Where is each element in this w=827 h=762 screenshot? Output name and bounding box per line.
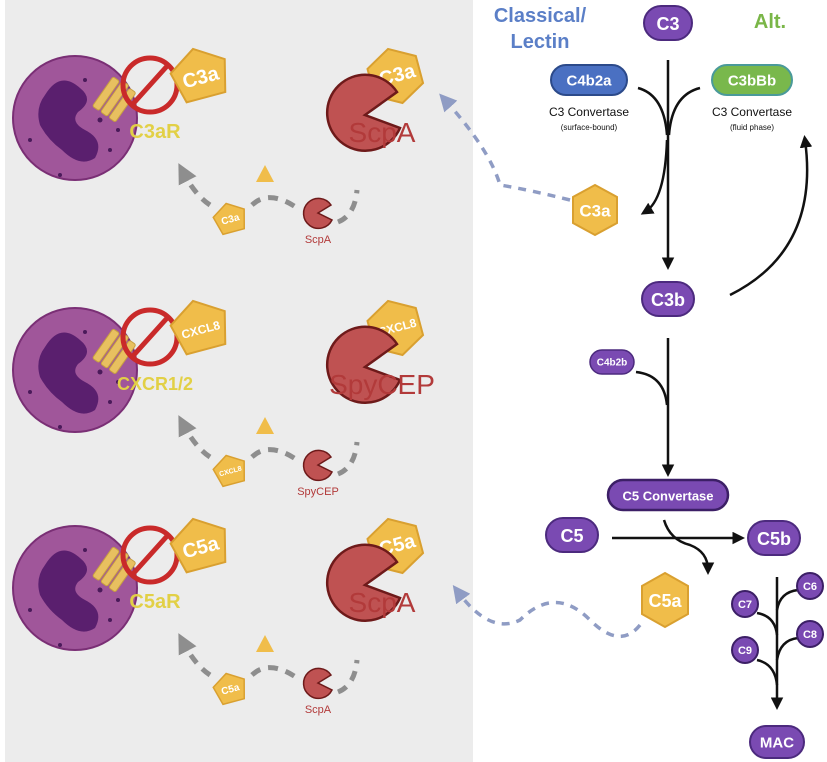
small-protease-pacman [302,197,334,230]
c4b2b-curve [635,370,669,406]
c3-label: C3 [656,14,679,34]
c7-node: C7 [731,590,759,618]
c5-convertase-node [606,478,730,512]
receptor-label: CXCR1/2 [117,374,193,394]
c5a-release-arrow [662,519,715,575]
mac-label: MAC [760,735,794,752]
small-ligand-pentagon: C3a [212,202,246,236]
ligand-pentagon: C5a [169,517,227,574]
c5a-label: C5a [648,591,682,611]
c4b2a-label: C4b2a [566,73,612,90]
c3a-label: C3a [579,202,611,221]
cleaved-fragment-triangle [256,165,274,182]
svg-text:C6: C6 [803,581,817,593]
small-protease-pacman [302,449,334,482]
gray-dashed-path [336,659,360,695]
c5b-label: C5b [757,529,791,549]
cleaved-fragment-triangle [256,635,274,652]
protease-label: ScpA [349,117,416,148]
inhibition-row: C5aR C5a C5a ScpA C5a ScpA [12,517,425,716]
svg-text:C8: C8 [803,629,817,641]
complement-cascade: Classical/ Lectin Alt. C3 C4b2a C3 Conve… [439,5,824,759]
c3bbb-sub: (fluid phase) [730,123,774,132]
c9-node: C9 [731,636,759,664]
c3b-label: C3b [651,290,685,310]
small-protease-label: ScpA [305,234,332,246]
c3bbb-caption: C3 Convertase [712,105,792,119]
c3b-node [641,281,695,317]
c5b-node [747,520,801,556]
c5a-hexagon [641,571,689,629]
lectin-label: Lectin [511,31,570,53]
mac-node [749,725,805,759]
c5a-to-scpa-dashed-arrow [452,584,642,639]
c4b2b-node [589,349,635,375]
c3bbb-label: C3bBb [728,73,776,90]
c4b2b-label: C4b2b [597,358,628,369]
small-protease-label: SpyCEP [297,486,339,498]
inhibition-row: C3aR C3a C3a ScpA C3a ScpA [12,47,425,246]
small-ligand-pentagon: CXCL8 [212,454,246,488]
gray-dashed-arrow [178,163,212,208]
gray-dashed-path [336,441,360,477]
svg-text:C5a: C5a [220,682,241,697]
c5-convertase-label: C5 Convertase [622,489,713,504]
small-ligand-pentagon: C5a [212,672,246,706]
gray-dashed-path [250,195,302,213]
inhibition-row: CXCR1/2 CXCL8 CXCL8 SpyCEP CXCL8 SpyCEP [12,299,435,498]
svg-text:C9: C9 [738,645,752,657]
gray-dashed-path [250,447,302,465]
protease-pacman [325,543,402,623]
ligand-pentagon: CXCL8 [169,299,227,356]
protease-pacman [325,73,402,153]
c3a-to-scpa-dashed-arrow [439,93,571,202]
c4b2a-caption: C3 Convertase [549,105,629,119]
amplification-arrow [729,135,813,297]
svg-text:C3a: C3a [220,212,241,227]
c3-node [643,5,693,41]
c8-node: C8 [796,620,824,648]
receptor-label: C5aR [129,591,181,613]
gray-dashed-arrow [178,633,212,678]
c4b2a-node [550,64,628,96]
gray-dashed-arrow [178,415,212,460]
c3bbb-curve [667,86,701,136]
bound-ligand-hexagon: C5a [366,517,425,575]
ligand-pentagon: C3a [169,47,227,104]
cleaved-fragment-triangle [256,417,274,434]
protease-label: ScpA [349,587,416,618]
gray-dashed-path [250,665,302,683]
c3a-release-arrow [640,139,669,215]
alt-label: Alt. [754,11,786,33]
c4b2a-sub: (surface-bound) [561,123,618,132]
c3bbb-node [711,64,793,96]
protease-pacman [325,325,402,405]
c4b2a-curve [637,86,669,136]
c3a-hexagon [572,183,618,237]
gray-dashed-path [336,189,360,225]
c5-node [545,517,599,553]
c5-label: C5 [560,526,583,546]
small-protease-label: ScpA [305,704,332,716]
protease-label: SpyCEP [329,369,435,400]
classical-label: Classical/ [494,5,587,27]
c6-node: C6 [796,572,824,600]
svg-text:C7: C7 [738,599,752,611]
small-protease-pacman [302,667,334,700]
receptor-label: C3aR [129,121,181,143]
